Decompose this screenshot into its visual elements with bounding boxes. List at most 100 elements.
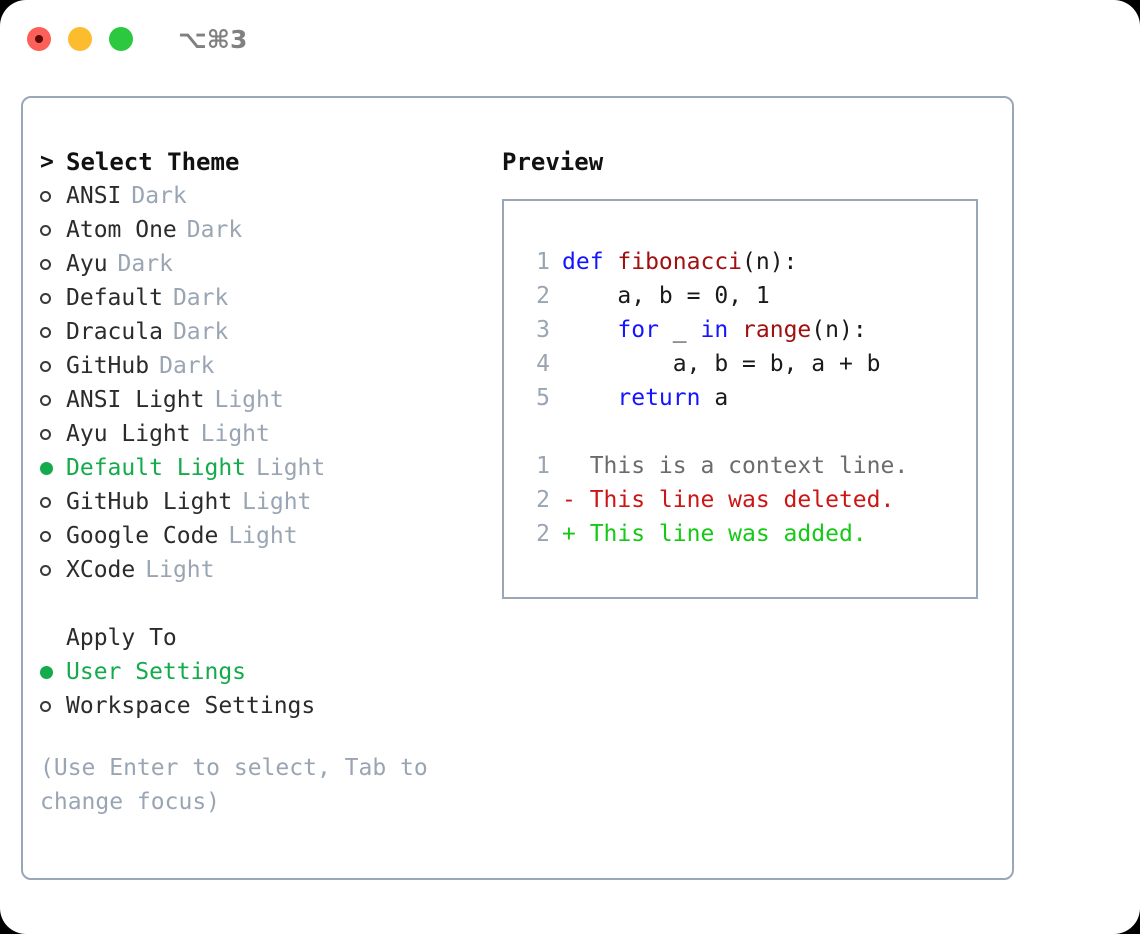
theme-category-tag: Light bbox=[214, 387, 284, 413]
radio-marker bbox=[40, 190, 66, 202]
code-token: a bbox=[700, 385, 729, 411]
diff-text: - This line was deleted. bbox=[562, 487, 895, 513]
apply-to-option[interactable]: User Settings bbox=[40, 655, 490, 689]
close-window-button[interactable] bbox=[27, 27, 51, 51]
code-line: 5 return a bbox=[520, 381, 968, 415]
theme-category-tag: Dark bbox=[131, 183, 187, 209]
code-gap bbox=[520, 415, 968, 449]
theme-category-tag: Dark bbox=[159, 353, 215, 379]
theme-name: ANSI Light bbox=[66, 387, 205, 413]
theme-list-item[interactable]: ANSI Dark bbox=[40, 179, 490, 213]
theme-category-tag: Dark bbox=[186, 217, 243, 243]
apply-to-label: Apply To bbox=[66, 625, 177, 651]
code-token: a, b = b, a + b bbox=[562, 351, 881, 377]
theme-name: GitHub bbox=[66, 353, 150, 379]
theme-list-item[interactable]: Ayu Dark bbox=[40, 247, 490, 281]
code-line: 4 a, b = b, a + b bbox=[520, 347, 968, 381]
theme-picker-header: > Select Theme bbox=[40, 145, 490, 179]
line-number: 3 bbox=[536, 317, 550, 343]
line-number: 2 bbox=[536, 521, 550, 547]
radio-unselected-icon bbox=[40, 564, 51, 576]
code-text: def fibonacci(n): bbox=[562, 249, 797, 275]
theme-name: ANSI bbox=[66, 183, 122, 209]
prompt-caret-icon: > bbox=[40, 149, 54, 175]
code-token: in bbox=[700, 317, 729, 343]
radio-unselected-icon bbox=[40, 428, 51, 440]
keyboard-shortcut-label: ⌥⌘3 bbox=[178, 24, 248, 54]
theme-category-tag: Dark bbox=[117, 251, 173, 277]
code-text: return a bbox=[562, 385, 728, 411]
close-icon bbox=[35, 35, 43, 43]
theme-name: Google Code bbox=[66, 523, 219, 549]
radio-marker bbox=[40, 224, 66, 236]
radio-unselected-icon bbox=[40, 190, 51, 202]
radio-marker bbox=[40, 292, 66, 304]
diff-line: 2 + This line was added. bbox=[520, 517, 968, 551]
line-number: 1 bbox=[536, 249, 550, 275]
code-line: 1 def fibonacci(n): bbox=[520, 245, 968, 279]
maximize-window-button[interactable] bbox=[109, 27, 133, 51]
theme-name: Atom One bbox=[66, 217, 177, 243]
code-token bbox=[562, 317, 617, 343]
theme-list-item[interactable]: GitHub Dark bbox=[40, 349, 490, 383]
theme-category-tag: Light bbox=[242, 489, 312, 515]
radio-selected-icon bbox=[40, 461, 53, 475]
code-token bbox=[728, 317, 742, 343]
theme-list-item[interactable]: XCode Light bbox=[40, 553, 490, 587]
radio-unselected-icon bbox=[40, 224, 51, 236]
radio-marker bbox=[40, 326, 66, 338]
radio-unselected-icon bbox=[40, 292, 51, 304]
theme-name: GitHub Light bbox=[66, 489, 233, 515]
code-text: for _ in range(n): bbox=[562, 317, 867, 343]
code-token: def bbox=[562, 249, 618, 275]
theme-category-tag: Light bbox=[200, 421, 270, 447]
radio-marker bbox=[40, 665, 66, 679]
title-bar: ⌥⌘3 bbox=[0, 0, 1140, 78]
radio-unselected-icon bbox=[40, 700, 51, 712]
radio-marker bbox=[40, 360, 66, 372]
radio-unselected-icon bbox=[40, 326, 51, 338]
code-token: return bbox=[617, 385, 701, 411]
radio-unselected-icon bbox=[40, 360, 51, 372]
page-title: Select Theme bbox=[66, 148, 240, 176]
code-token bbox=[562, 385, 617, 411]
code-text: a, b = b, a + b bbox=[562, 351, 881, 377]
diff-text: + This line was added. bbox=[562, 521, 867, 547]
code-token: fibonacci bbox=[617, 249, 743, 275]
list-gap bbox=[40, 587, 490, 621]
radio-marker bbox=[40, 394, 66, 406]
minimize-window-button[interactable] bbox=[68, 27, 92, 51]
theme-category-tag: Light bbox=[145, 557, 215, 583]
theme-name: XCode bbox=[66, 557, 136, 583]
line-number: 5 bbox=[536, 385, 550, 411]
radio-marker bbox=[40, 258, 66, 270]
preview-title: Preview bbox=[502, 148, 604, 176]
radio-marker bbox=[40, 428, 66, 440]
line-number: 2 bbox=[536, 283, 550, 309]
apply-to-option[interactable]: Workspace Settings bbox=[40, 689, 490, 723]
apply-to-option-label: Workspace Settings bbox=[66, 693, 316, 719]
theme-list-item[interactable]: GitHub Light Light bbox=[40, 485, 490, 519]
code-token: for bbox=[617, 317, 659, 343]
radio-unselected-icon bbox=[40, 394, 51, 406]
code-token: (n): bbox=[811, 317, 867, 343]
window-controls bbox=[27, 27, 133, 51]
theme-list-item[interactable]: Atom One Dark bbox=[40, 213, 490, 247]
theme-list-item[interactable]: ANSI Light Light bbox=[40, 383, 490, 417]
apply-to-option-label: User Settings bbox=[66, 659, 247, 685]
radio-marker bbox=[40, 564, 66, 576]
radio-marker bbox=[40, 496, 66, 508]
theme-name: Ayu bbox=[66, 251, 108, 277]
radio-unselected-icon bbox=[40, 496, 51, 508]
